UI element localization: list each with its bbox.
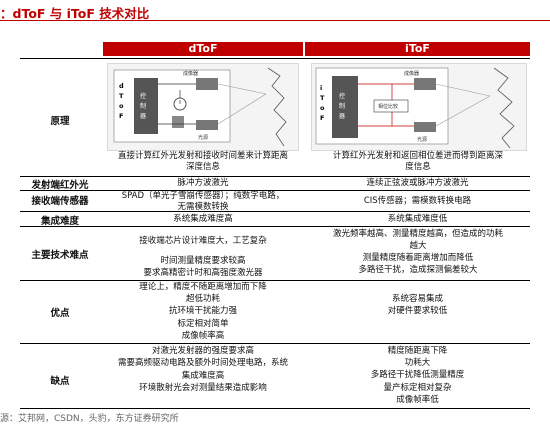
title-divider: [0, 20, 550, 21]
row-label-advantages: 优点: [50, 308, 70, 319]
svg-text:制: 制: [140, 102, 146, 110]
itof-disadvantages: 精度随距离下降 功耗大 多路径干扰降低测量精度 量产标定相对复杂 成像帧率低: [305, 345, 530, 406]
row-label-principle: 原理: [50, 116, 70, 127]
dtof-integration: 系统集成难度高: [173, 214, 233, 224]
phase-compare-block: [373, 99, 409, 113]
dtof-disadvantages-line-4: 环境散射光会对测量结果造成影响: [139, 383, 267, 394]
itof-challenges-line-3: 测量精度随着距离增加而降低: [362, 253, 474, 263]
itof-advantages: 系统容易集成 对硬件要求较低: [305, 293, 530, 317]
svg-text:控: 控: [339, 92, 345, 100]
dtof-side-f: F: [119, 112, 123, 120]
sensor-block: [196, 78, 218, 90]
itof-disadvantages-line-1: 精度随距离下降: [387, 346, 448, 356]
svg-text:制: 制: [339, 102, 345, 110]
dtof-emitter: 脉冲方波激光: [177, 178, 229, 188]
dtof-side-o: o: [119, 102, 124, 110]
table-rule-5: [20, 280, 530, 281]
itof-receiver: CIS传感器；需模数转换电路: [363, 196, 472, 206]
itof-sensor-block: [414, 78, 436, 90]
table-rule-1: [20, 176, 530, 177]
dtof-advantages-line-5: 成像帧率高: [181, 330, 225, 341]
table-rule-bottom: [20, 408, 530, 409]
row-label-disadvantages: 缺点: [50, 376, 70, 387]
itof-laser-label: 光源: [417, 136, 427, 143]
itof-principle-line-1: 计算红外光发射和返回相位差进而得到距离深: [332, 151, 503, 161]
itof-disadvantages-line-5: 成像帧率低: [396, 394, 439, 405]
itof-diagram: i T o F 控 制 器 成像器 相位比较 光源: [311, 63, 527, 151]
itof-laser-block: [414, 122, 436, 132]
dtof-advantages-line-4: 标定相对简单: [177, 318, 229, 329]
header-dtof: dToF: [103, 42, 303, 56]
itof-phase-label: 相位比较: [378, 103, 398, 110]
page-title: ：dToF 与 iToF 技术对比: [0, 6, 150, 21]
dtof-principle-text: 直接计算红外光发射和接收时间差来计算距离 深度信息: [103, 151, 303, 172]
dtof-sensor-label: 成像器: [183, 70, 198, 77]
dtof-disadvantages: 对激光发射器的强度要求高 需要高频驱动电路及额外时间处理电路，系统 集成难度高 …: [100, 345, 306, 395]
dtof-challenges-line-1: 接收端芯片设计难度大，工艺复杂: [139, 236, 267, 246]
itof-diagram-svg: i T o F 控 制 器 成像器 相位比较 光源: [315, 67, 515, 149]
row-label-challenges: 主要技术难点: [31, 250, 89, 261]
svg-text:器: 器: [140, 113, 146, 120]
dtof-advantages-line-3: 抗环境干扰能力强: [168, 306, 237, 317]
svg-text:控: 控: [140, 92, 146, 100]
itof-challenges: 激光频率越高、测量精度越高，但造成的功耗 越大 测量精度随着距离增加而降低 多路…: [304, 228, 532, 276]
dtof-receiver-line-1: SPAD（单光子雪崩传感器）；纯数字电路，: [121, 191, 285, 201]
dtof-receiver: SPAD（单光子雪崩传感器）；纯数字电路， 无需模数转换: [100, 191, 306, 212]
itof-challenges-line-4: 多路径干扰，造成探测偏差较大: [358, 265, 478, 275]
itof-integration: 系统集成难度低: [387, 214, 448, 224]
dtof-challenges-spacer: [103, 247, 303, 255]
dtof-laser-label: 光源: [198, 134, 208, 141]
dtof-disadvantages-line-1: 对激光发射器的强度要求高: [151, 346, 254, 356]
itof-side-o: o: [320, 104, 325, 112]
dtof-advantages-line-2: 超低功耗: [185, 294, 220, 305]
dtof-advantages: 理论上，精度不随距离增加而下降 超低功耗 抗环境干扰能力强 标定相对简单 成像帧…: [103, 281, 303, 342]
itof-advantages-line-1: 系统容易集成: [391, 294, 443, 304]
table-rule-top: [20, 58, 530, 59]
laser-block: [196, 120, 218, 130]
itof-emitter: 连续正弦波或脉冲方波激光: [366, 178, 469, 188]
dtof-principle-line-2: 深度信息: [185, 161, 220, 172]
dtof-challenges-line-2: 时间测量精度要求较高: [160, 256, 246, 266]
itof-disadvantages-line-4: 量产标定相对复杂: [383, 382, 452, 393]
controller-block: [134, 78, 158, 134]
itof-disadvantages-line-2: 功耗大: [404, 358, 431, 369]
itof-advantages-line-2: 对硬件要求较低: [387, 306, 448, 316]
dtof-diagram: d T o F 控 制 器 成像器 光源: [107, 63, 299, 151]
itof-sensor-label: 成像器: [404, 70, 419, 77]
row-label-receiver: 接收端传感器: [31, 196, 89, 207]
svg-text:器: 器: [339, 113, 345, 120]
itof-side-t: T: [320, 94, 325, 102]
table-rule-6: [20, 343, 530, 344]
itof-side-i: i: [320, 84, 322, 92]
dtof-challenges-line-3: 要求高精密计时和高强度激光器: [143, 268, 263, 278]
itof-side-f: F: [320, 114, 324, 122]
dtof-side-d: d: [119, 82, 124, 90]
itof-challenges-line-2: 越大: [409, 241, 427, 251]
dtof-principle-line-1: 直接计算红外光发射和接收时间差来计算距离: [117, 151, 288, 161]
dtof-receiver-line-2: 无需模数转换: [177, 201, 229, 212]
dtof-challenges: 接收端芯片设计难度大，工艺复杂 时间测量精度要求较高 要求高精密计时和高强度激光…: [103, 235, 303, 279]
row-label-integration: 集成难度: [40, 216, 79, 227]
itof-controller-block: [332, 76, 358, 138]
itof-disadvantages-line-3: 多路径干扰降低测量精度: [370, 370, 465, 381]
dtof-disadvantages-line-2: 需要高频驱动电路及额外时间处理电路，系统: [117, 358, 288, 369]
itof-target-surface: [493, 67, 515, 149]
itof-principle-line-2: 度信息: [405, 161, 431, 172]
target-surface: [267, 67, 287, 147]
source-note: 源：艾邦网，CSDN，头豹，东方证券研究所: [0, 414, 179, 424]
dtof-advantages-line-1: 理论上，精度不随距离增加而下降: [139, 282, 267, 292]
table-rule-4: [20, 226, 530, 227]
header-itof: iToF: [305, 42, 530, 56]
table-rule-3: [20, 211, 530, 212]
dtof-side-t: T: [119, 92, 124, 100]
itof-challenges-line-1: 激光频率越高、测量精度越高，但造成的功耗: [332, 229, 503, 239]
dtof-diagram-svg: d T o F 控 制 器 成像器 光源: [113, 67, 287, 147]
dtof-disadvantages-line-3: 集成难度高: [181, 370, 225, 381]
row-label-emitter: 发射端红外光: [31, 180, 89, 191]
table-rule-2: [20, 190, 530, 191]
itof-principle-text: 计算红外光发射和返回相位差进而得到距离深 度信息: [304, 151, 532, 172]
